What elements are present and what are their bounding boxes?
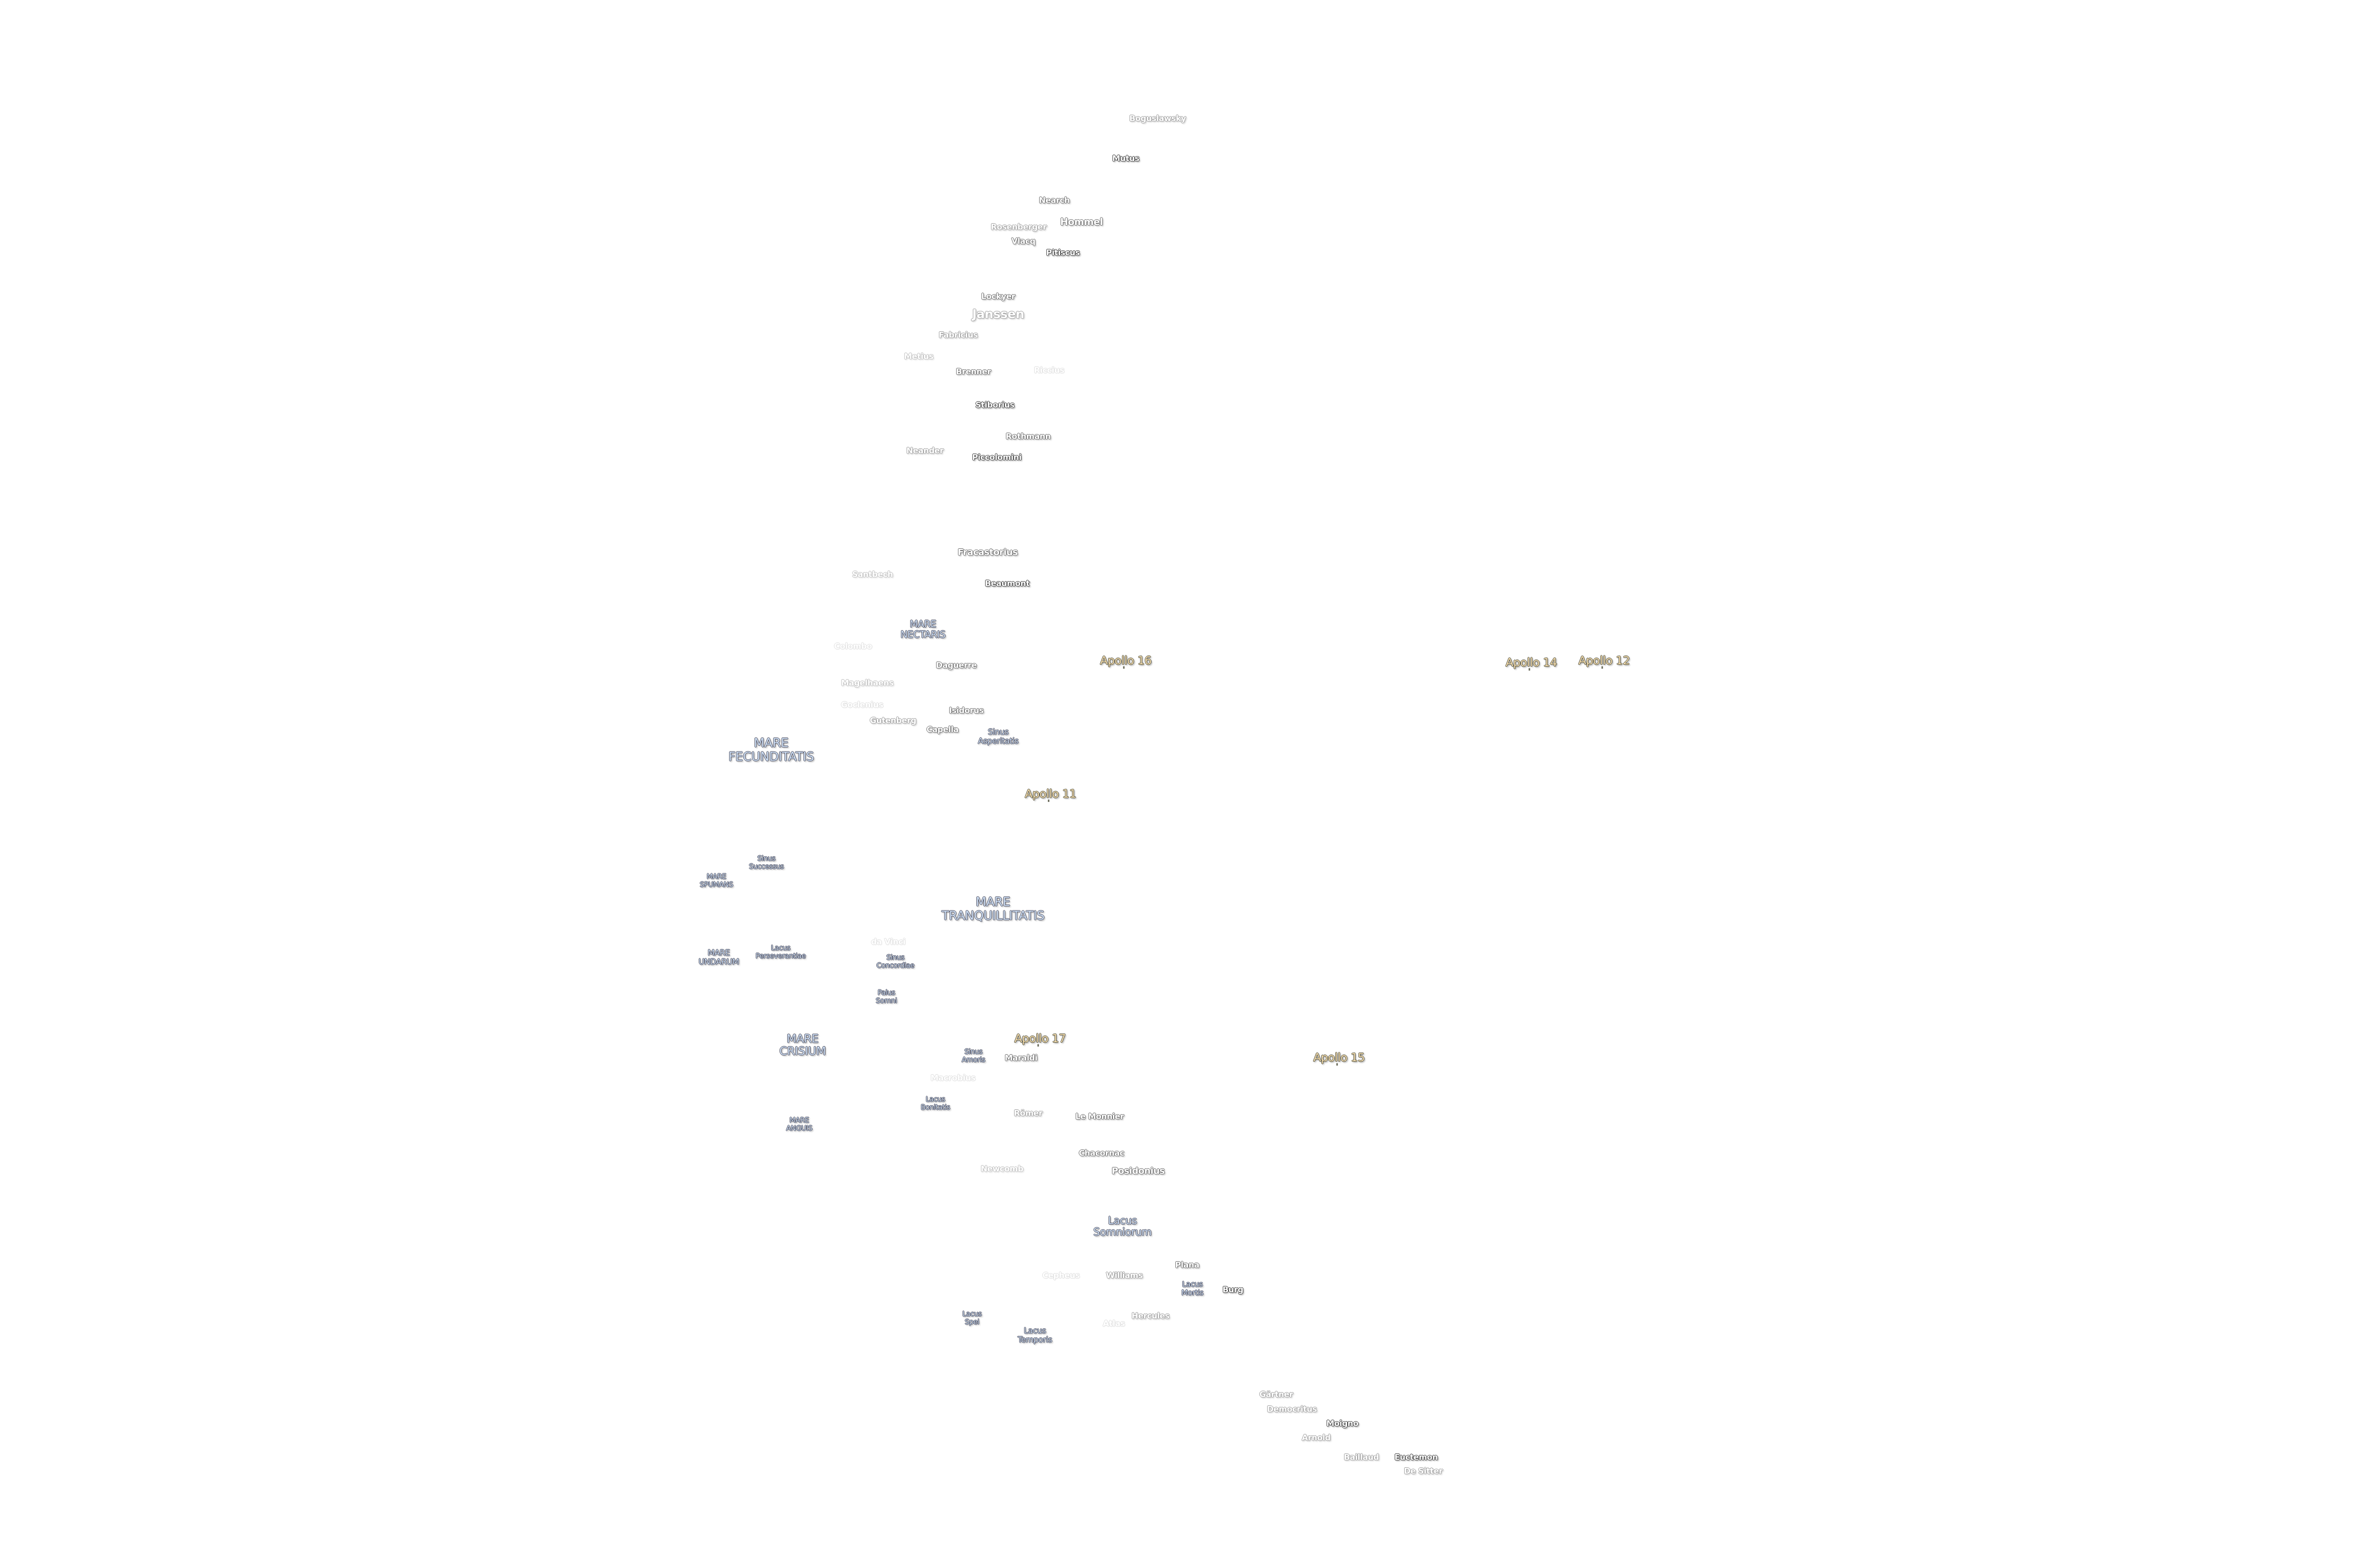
crater-label-janssen: Janssen	[972, 307, 1024, 322]
crater-label-daguerre: Daguerre	[936, 661, 977, 671]
crater-label-neander: Neander	[906, 446, 943, 456]
crater-label-isidorus: Isidorus	[949, 706, 984, 716]
crater-label-pitiscus: Pitiscus	[1046, 248, 1080, 258]
crater-label-capella: Capella	[926, 725, 959, 735]
crater-label-posidonius: Posidonius	[1111, 1166, 1165, 1176]
crater-label-brenner: Brenner	[956, 367, 991, 377]
apollo-site-label-apollo-14: Apollo 14	[1505, 655, 1557, 669]
crater-label-chacornac: Chacornac	[1079, 1148, 1124, 1158]
crater-label-democritus: Democritus	[1267, 1404, 1317, 1414]
crater-label-maraldi: Maraldi	[1004, 1053, 1038, 1063]
landing-site-marker-icon	[1048, 800, 1050, 802]
mare-label-palus-somni: Palus Somni	[875, 988, 897, 1005]
mare-label-mare-tranquillitatis: MARE TRANQUILLITATIS	[941, 895, 1045, 923]
mare-label-mare-nectaris: MARE NECTARIS	[900, 618, 946, 640]
crater-label-metius: Metius	[904, 352, 933, 362]
crater-label-gutenberg: Gutenberg	[870, 716, 916, 726]
crater-label-rosenberger: Rosenberger	[991, 222, 1047, 232]
mare-label-mare-spumans: MARE SPUMANS	[700, 872, 734, 889]
crater-label-magelhaens: Magelhaens	[841, 678, 894, 688]
apollo-site-label-apollo-11: Apollo 11	[1024, 787, 1077, 801]
crater-label-macrobius: Macrobius	[930, 1073, 976, 1083]
apollo-site-label-apollo-17: Apollo 17	[1014, 1031, 1066, 1045]
crater-label-stiborius: Stiborius	[975, 400, 1014, 410]
mare-label-sinus-amoris: Sinus Amoris	[962, 1047, 985, 1064]
landing-site-marker-icon	[1123, 666, 1125, 669]
crater-label-baillaud: Baillaud	[1344, 1453, 1379, 1463]
crater-label-ro-mer: Römer	[1014, 1108, 1042, 1118]
mare-label-lacus-temporis: Lacus Temporis	[1017, 1326, 1052, 1344]
crater-label-fabricius: Fabricius	[938, 330, 978, 340]
mare-label-mare-anguis: MARE ANGUIS	[786, 1116, 813, 1132]
crater-label-newcomb: Newcomb	[981, 1164, 1023, 1174]
crater-label-cepheus: Cepheus	[1042, 1271, 1080, 1281]
crater-label-riccius: Riccius	[1034, 366, 1064, 376]
crater-label-mutus: Mutus	[1112, 154, 1140, 164]
mare-label-lacus-perseverantiae: Lacus Perseverantiae	[755, 943, 806, 960]
crater-label-da-vinci: da Vinci	[871, 937, 906, 947]
crater-label-moigno: Moigno	[1326, 1419, 1359, 1429]
landing-site-marker-icon	[1528, 668, 1530, 671]
crater-label-rothmann: Rothmann	[1005, 432, 1051, 442]
crater-label-hercules: Hercules	[1131, 1311, 1170, 1321]
mare-label-mare-fecunditatis: MARE FECUNDITATIS	[728, 736, 814, 764]
crater-label-beaumont: Beaumont	[985, 579, 1030, 589]
mare-label-lacus-mortis: Lacus Mortis	[1181, 1279, 1204, 1297]
apollo-site-label-apollo-16: Apollo 16	[1100, 653, 1152, 667]
crater-label-euctemon: Euctemon	[1394, 1453, 1438, 1463]
crater-label-plana: Plana	[1175, 1260, 1200, 1270]
crater-label-burg: Burg	[1222, 1285, 1243, 1295]
crater-label-le-monnier: Le Monnier	[1075, 1112, 1124, 1122]
mare-label-lacus-bonitatis: Lacus Bonitatis	[921, 1095, 950, 1111]
mare-label-mare-crisium: MARE CRISIUM	[779, 1032, 826, 1058]
mare-label-sinus-asperitatis: Sinus Asperitatis	[978, 727, 1019, 746]
apollo-site-label-apollo-15: Apollo 15	[1313, 1050, 1365, 1064]
landing-site-marker-icon	[1037, 1044, 1039, 1047]
crater-label-colombo: Colombo	[834, 642, 872, 652]
crater-label-de-sitter: De Sitter	[1404, 1466, 1443, 1476]
landing-site-marker-icon	[1336, 1063, 1338, 1066]
crater-label-santbech: Santbech	[852, 570, 893, 580]
apollo-site-label-apollo-12: Apollo 12	[1578, 653, 1630, 667]
landing-site-marker-icon	[1601, 666, 1603, 669]
crater-label-atlas: Atlas	[1102, 1319, 1125, 1329]
crater-label-lockyer: Lockyer	[981, 292, 1015, 302]
crater-label-fracastorius: Fracastorius	[957, 547, 1018, 558]
crater-label-vlacq: Vlacq	[1011, 237, 1036, 247]
mare-label-lacus-spei: Lacus Spei	[962, 1309, 982, 1326]
crater-label-goclenius: Goclenius	[841, 700, 883, 710]
crater-label-arnold: Arnold	[1301, 1433, 1331, 1443]
crater-label-boguslawsky: Boguslawsky	[1129, 114, 1186, 124]
crater-label-hommel: Hommel	[1060, 216, 1103, 227]
mare-label-sinus-concordiae: Sinus Concordiae	[876, 953, 914, 969]
crater-label-piccolomini: Piccolomini	[972, 453, 1021, 463]
mare-label-mare-undarum: MARE UNDARUM	[698, 948, 739, 967]
crater-label-ga-rtner: Gärtner	[1259, 1390, 1293, 1400]
mare-label-lacus-somniorum: Lacus Somniorum	[1093, 1215, 1152, 1238]
crater-label-nearch: Nearch	[1039, 196, 1070, 206]
crater-label-williams: Williams	[1106, 1271, 1143, 1281]
mare-label-sinus-successus: Sinus Successus	[749, 854, 784, 870]
